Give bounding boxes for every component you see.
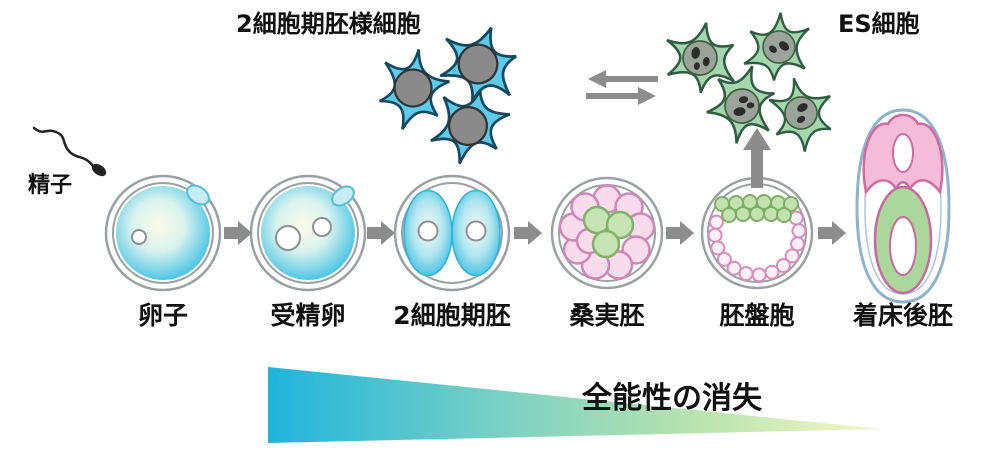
stage-label-two-cell: 2細胞期胚: [393, 301, 510, 330]
sperm-illustration: [32, 126, 107, 177]
stage-label-zygote: 受精卵: [270, 301, 345, 330]
arrow-right: [818, 221, 846, 245]
sperm-head: [91, 163, 107, 177]
stage-zygote: [249, 174, 367, 292]
es-cell: [730, 0, 828, 97]
two-cell-like-cell-cluster: [370, 13, 531, 180]
arrow-up-to-es: [743, 128, 771, 188]
totipotency-gradient-bar: [268, 367, 882, 443]
nucleus-right: [465, 220, 487, 242]
arrow-right: [224, 221, 252, 245]
stage-label-blastocyst: 胚盤胞: [718, 301, 794, 330]
arrow-right: [666, 221, 694, 245]
egg-cell: [116, 186, 210, 280]
stage-arrows: [224, 221, 846, 245]
germinal-vesicle: [131, 229, 147, 245]
trophectoderm-cells: [707, 210, 807, 283]
es-cells-label: ES細胞: [838, 10, 920, 38]
stage-two-cell-embryo: [393, 174, 511, 292]
es-cell: [699, 61, 783, 149]
zona-inner: [112, 182, 214, 284]
sperm-tail: [32, 126, 95, 168]
stage-egg: [104, 174, 222, 292]
es-cell: [657, 15, 745, 100]
sperm-label: 精子: [28, 172, 72, 198]
embryo-inner-cavity: [889, 216, 917, 276]
polar-body: [331, 185, 355, 207]
stage-label-egg: 卵子: [138, 301, 188, 330]
arrow-right: [514, 221, 542, 245]
pronucleus-left: [275, 225, 301, 251]
blue-cell: [370, 43, 458, 134]
inner-cell-mass: [714, 194, 799, 223]
proamniotic-cavity: [892, 133, 914, 173]
stage-labels: 卵子 受精卵 2細胞期胚 桑実胚 胚盤胞 着床後胚: [138, 301, 953, 330]
blue-cell: [427, 13, 531, 114]
arrow-right: [586, 87, 656, 105]
nucleus-left: [417, 220, 439, 242]
pronucleus-right: [312, 217, 332, 237]
stage-blastocyst: [700, 176, 814, 290]
stage-morula: [550, 176, 664, 290]
zona-inner: [257, 182, 359, 284]
polar-body: [186, 184, 210, 206]
stage-label-post-implantation: 着床後胚: [852, 301, 953, 330]
es-cell: [755, 65, 849, 161]
blue-cell: [413, 70, 523, 180]
stage-post-implantation-embryo: [855, 108, 951, 304]
zona-inner: [401, 182, 503, 284]
es-cell-cluster: [657, 0, 849, 161]
stage-label-morula: 桑実胚: [569, 301, 644, 330]
zygote-cell: [261, 186, 355, 280]
two-cell-like-cells-label: 2細胞期胚様細胞: [236, 10, 421, 38]
arrow-left: [588, 70, 658, 88]
morula-cells: [558, 184, 656, 280]
equilibrium-arrows: [586, 70, 658, 105]
totipotency-caption: 全能性の消失: [581, 381, 763, 416]
arrow-right: [367, 221, 395, 245]
